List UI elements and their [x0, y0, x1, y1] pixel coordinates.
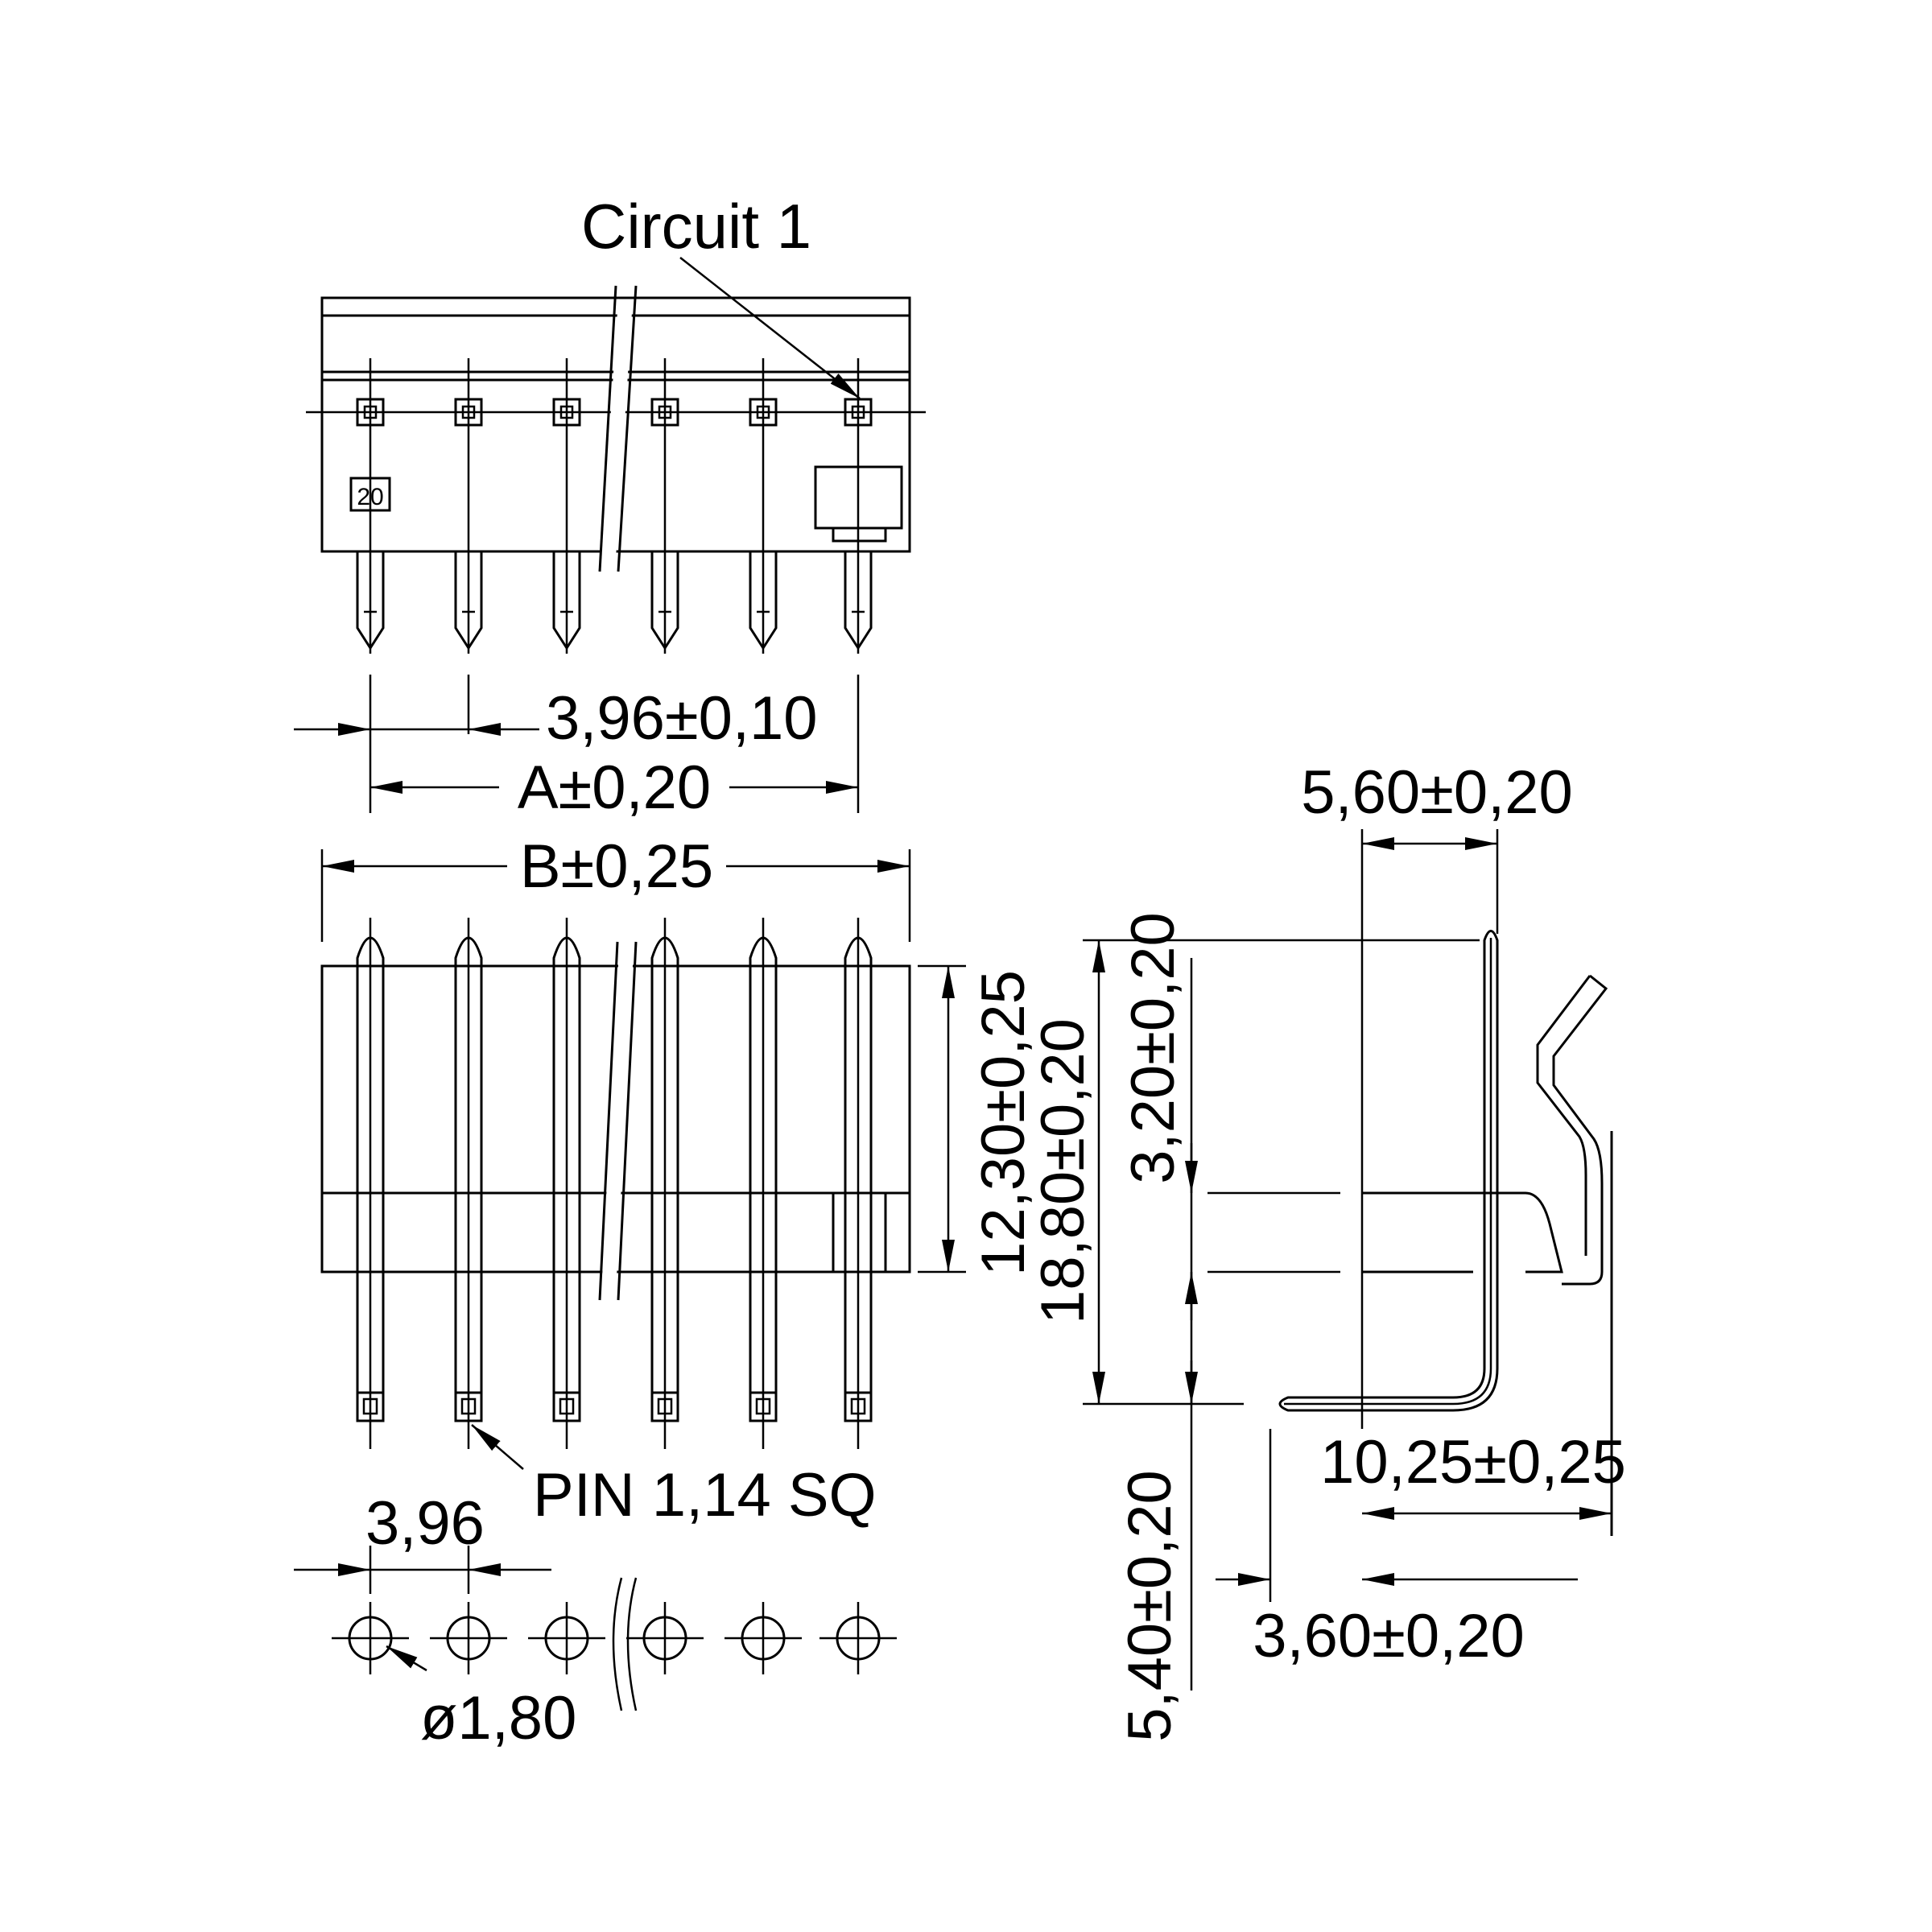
hole-diameter-label: ø1,80 [420, 1684, 576, 1752]
pcb-hole [332, 1602, 409, 1674]
pcb-hole [724, 1602, 802, 1674]
polarization-key [814, 465, 903, 530]
pcb-layout: 3,96 ø1,80 [294, 1489, 897, 1752]
pcb-pitch-dimension: 3,96 [365, 1489, 485, 1558]
front-view-pin [356, 918, 385, 1449]
front-view-pin [749, 918, 778, 1449]
pcb-holes [332, 1602, 897, 1674]
top-view-pin [552, 358, 581, 654]
front-view-pins [356, 918, 873, 1449]
top-view-pin [356, 358, 385, 654]
pcb-hole [528, 1602, 605, 1674]
pin-number-mark: 20 [357, 484, 383, 510]
tail-dimension: 3,60±0,20 [1253, 1602, 1525, 1670]
top-view-pin [454, 358, 483, 654]
pitch-dimension: 3,96±0,10 [546, 684, 818, 753]
top-view: 20 Circuit 1 [306, 191, 926, 654]
top-view-pin [844, 358, 873, 654]
b-dimension: B±0,25 [520, 832, 713, 901]
front-view-pin [844, 918, 873, 1449]
side-width-dimension: 5,60±0,20 [1301, 758, 1573, 827]
top-view-pin [650, 358, 679, 654]
pin-number-box [349, 477, 391, 512]
top-view-pin [749, 358, 778, 654]
front-view-pin [454, 918, 483, 1449]
top-dimensions: 3,96±0,10 A±0,20 B±0,25 [294, 675, 911, 942]
pcb-hole [430, 1602, 507, 1674]
front-view-pin [650, 918, 679, 1449]
pin-size-label: PIN 1,14 SQ [533, 1461, 877, 1530]
front-break-mark [598, 941, 638, 1301]
depth-dimension: 10,25±0,25 [1320, 1428, 1626, 1496]
overall-height-dimension: 18,80±0,20 [1029, 1018, 1097, 1324]
pcb-hole [819, 1602, 897, 1674]
pin-offset-dimension: 3,20±0,20 [1119, 912, 1187, 1184]
body-height-dimension: 12,30±0,25 [969, 970, 1038, 1276]
circuit-1-label: Circuit 1 [581, 191, 811, 262]
top-break-mark [598, 285, 638, 572]
front-view-pin [552, 918, 581, 1449]
pin-length-dimension: 5,40±0,20 [1116, 1470, 1184, 1742]
pcb-break-mark [612, 1577, 638, 1711]
a-dimension: A±0,20 [518, 753, 711, 822]
side-view: 5,60±0,20 18,80±0,20 3,20±0,20 5,40±0,20… [1029, 758, 1626, 1742]
pcb-hole [626, 1602, 704, 1674]
front-view: PIN 1,14 SQ 12,30±0,25 [320, 918, 1038, 1530]
